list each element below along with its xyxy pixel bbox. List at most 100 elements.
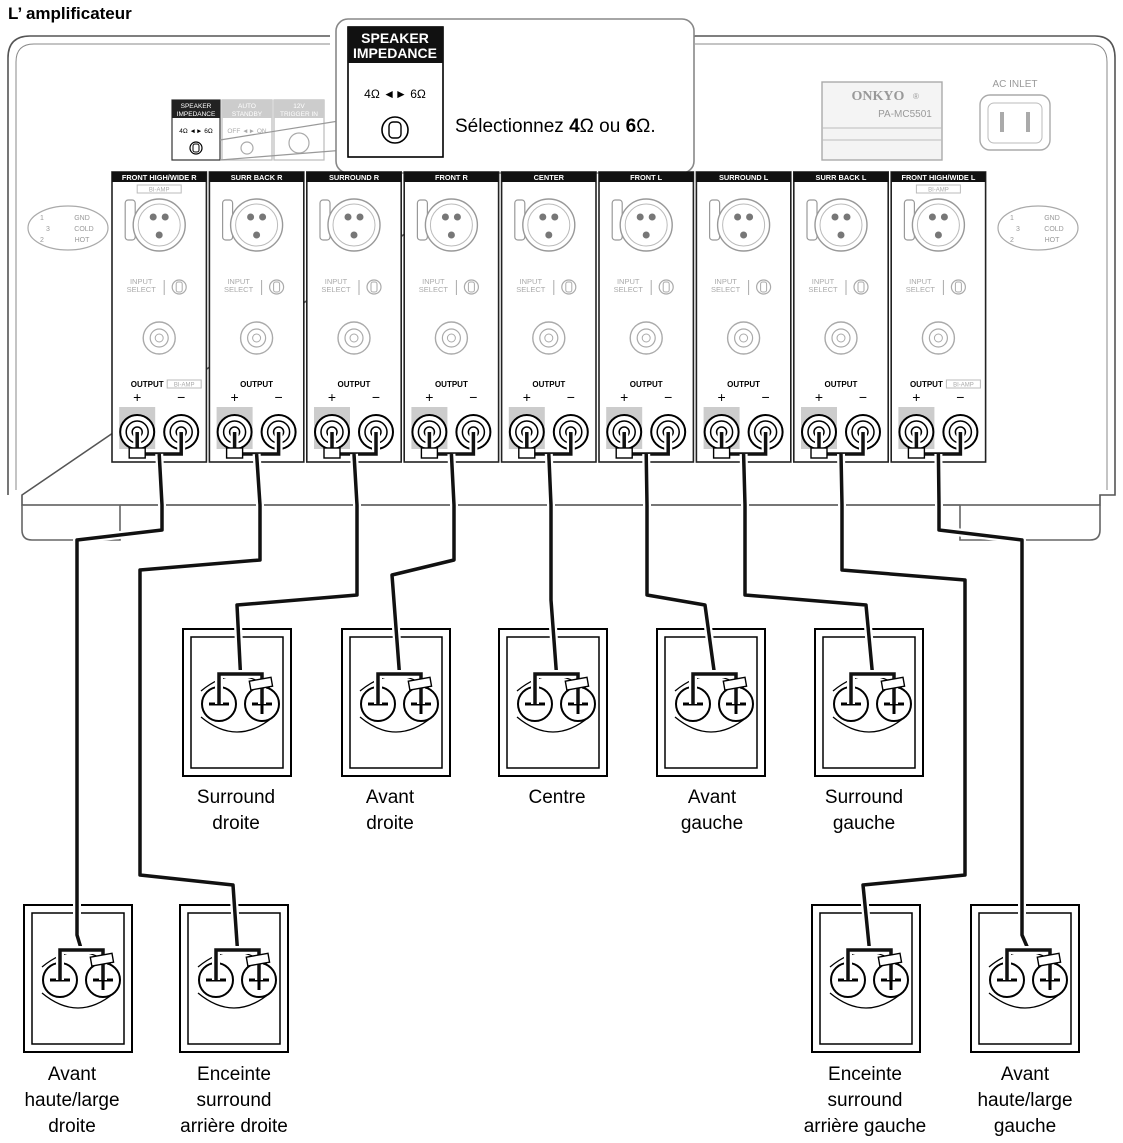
xlr-input-jack[interactable] xyxy=(911,198,966,252)
xlr-inner-ring xyxy=(722,203,766,247)
positive-marker xyxy=(907,447,926,459)
biamp-tag xyxy=(166,379,202,389)
input-select-switch[interactable] xyxy=(853,279,869,295)
xlr-input-jack[interactable] xyxy=(132,198,186,252)
speaker-cable[interactable] xyxy=(390,453,456,675)
speaker-label-line: surround xyxy=(196,1090,272,1111)
auto-standby-switch[interactable]: AUTO STANDBY OFF ◄► ON xyxy=(221,99,273,161)
rca-pin xyxy=(641,333,651,343)
speakers xyxy=(23,628,1080,1053)
cable-fork xyxy=(533,672,580,704)
speaker-cable[interactable] xyxy=(235,453,359,675)
rca-input-jack[interactable] xyxy=(142,321,176,355)
speaker-cable[interactable] xyxy=(644,453,717,675)
minus-sign: − xyxy=(956,389,964,405)
speaker-label-line: surround xyxy=(827,1090,903,1111)
output-label: OUTPUT xyxy=(727,380,760,389)
plus-sign: + xyxy=(231,389,239,405)
xlr-input-jack[interactable] xyxy=(327,198,381,252)
input-select-label: SELECT xyxy=(906,285,936,294)
xlr-input-jack[interactable] xyxy=(814,198,868,252)
input-select-switch[interactable] xyxy=(366,279,382,295)
rca-input-jack[interactable] xyxy=(629,321,663,355)
speaker-cable[interactable] xyxy=(839,453,967,951)
svg-text:SPEAKER: SPEAKER xyxy=(181,103,212,110)
module-label: CENTER xyxy=(534,173,565,182)
speaker-label-line: haute/large xyxy=(24,1090,120,1111)
xlr-pin xyxy=(831,213,839,221)
input-select-label: INPUT xyxy=(325,277,348,286)
rca-input-jack[interactable] xyxy=(921,321,956,355)
speaker-cable[interactable] xyxy=(138,453,262,951)
xlr-input-jack[interactable] xyxy=(522,198,576,252)
input-select-switch[interactable] xyxy=(561,279,577,295)
positive-marker xyxy=(225,447,244,459)
speaker-impedance-switch-small[interactable]: SPEAKER IMPEDANCE 4Ω ◄► 6Ω xyxy=(171,99,221,161)
rca-input-jack[interactable] xyxy=(337,321,371,355)
input-select-switch[interactable] xyxy=(950,279,967,295)
positive-marker xyxy=(248,676,274,691)
speaker-arc xyxy=(832,716,906,733)
xlr-pin xyxy=(344,213,352,221)
brand-mark: ® xyxy=(913,92,919,101)
output-label: OUTPUT xyxy=(910,380,943,389)
input-select-lever xyxy=(467,281,475,293)
xlr-input-jack[interactable] xyxy=(424,198,479,252)
speaker-arc xyxy=(41,992,115,1009)
input-select-lever xyxy=(565,281,573,293)
speaker-impedance-switch-large[interactable]: SPEAKER IMPEDANCE 4Ω ◄► 6Ω xyxy=(347,26,444,158)
positive-marker xyxy=(712,447,731,459)
input-select-switch[interactable] xyxy=(171,279,187,295)
xlr-inner-ring xyxy=(916,203,960,247)
rca-input-jack[interactable] xyxy=(824,321,858,355)
input-select-switch[interactable] xyxy=(463,279,479,295)
rca-input-jack[interactable] xyxy=(532,321,566,355)
xlr-pin xyxy=(551,213,559,221)
module-header xyxy=(793,172,889,182)
speaker-cable[interactable] xyxy=(936,453,1031,951)
plus-sign: + xyxy=(912,389,920,405)
speaker-arc xyxy=(674,716,748,733)
rca-input-jack[interactable] xyxy=(239,321,274,355)
speaker-label-line: droite xyxy=(366,813,414,834)
output-label: OUTPUT xyxy=(825,380,858,389)
input-select-label: INPUT xyxy=(617,277,640,286)
speaker-label-line: Avant xyxy=(47,1064,97,1085)
input-select-switch[interactable] xyxy=(269,279,285,295)
plus-sign: + xyxy=(815,389,823,405)
input-select-lever xyxy=(370,281,378,293)
output-label: OUTPUT xyxy=(240,380,273,389)
rca-input-jack[interactable] xyxy=(726,321,761,355)
speaker-cable[interactable] xyxy=(741,453,875,675)
positive-marker xyxy=(89,952,115,967)
svg-text:STANDBY: STANDBY xyxy=(232,111,263,118)
pin-label: GND xyxy=(1044,215,1060,222)
cable-fork xyxy=(214,948,261,980)
input-select-lever xyxy=(273,281,281,293)
xlr-input-jack[interactable] xyxy=(229,198,284,252)
ac-inlet-socket xyxy=(979,94,1051,151)
xlr-pin xyxy=(453,213,461,221)
rca-inner-ring xyxy=(539,328,559,348)
rca-input-jack[interactable] xyxy=(434,321,469,355)
speaker-label-line: droite xyxy=(48,1116,96,1137)
input-select-label: SELECT xyxy=(419,285,449,294)
input-select-switch[interactable] xyxy=(755,279,772,295)
xlr-pin xyxy=(441,213,449,221)
positive-marker xyxy=(420,447,439,459)
cable-fork xyxy=(849,672,896,704)
output-label: OUTPUT xyxy=(435,380,468,389)
rca-inner-ring xyxy=(247,328,267,348)
xlr-input-jack[interactable] xyxy=(716,198,771,252)
speaker-arc xyxy=(359,716,433,733)
module-header xyxy=(112,172,207,182)
speaker-cable[interactable] xyxy=(75,453,164,951)
speaker-cable[interactable] xyxy=(547,453,559,675)
speaker-label-line: Enceinte xyxy=(828,1064,902,1085)
input-select-switch[interactable] xyxy=(658,279,674,295)
xlr-input-jack[interactable] xyxy=(619,198,673,252)
